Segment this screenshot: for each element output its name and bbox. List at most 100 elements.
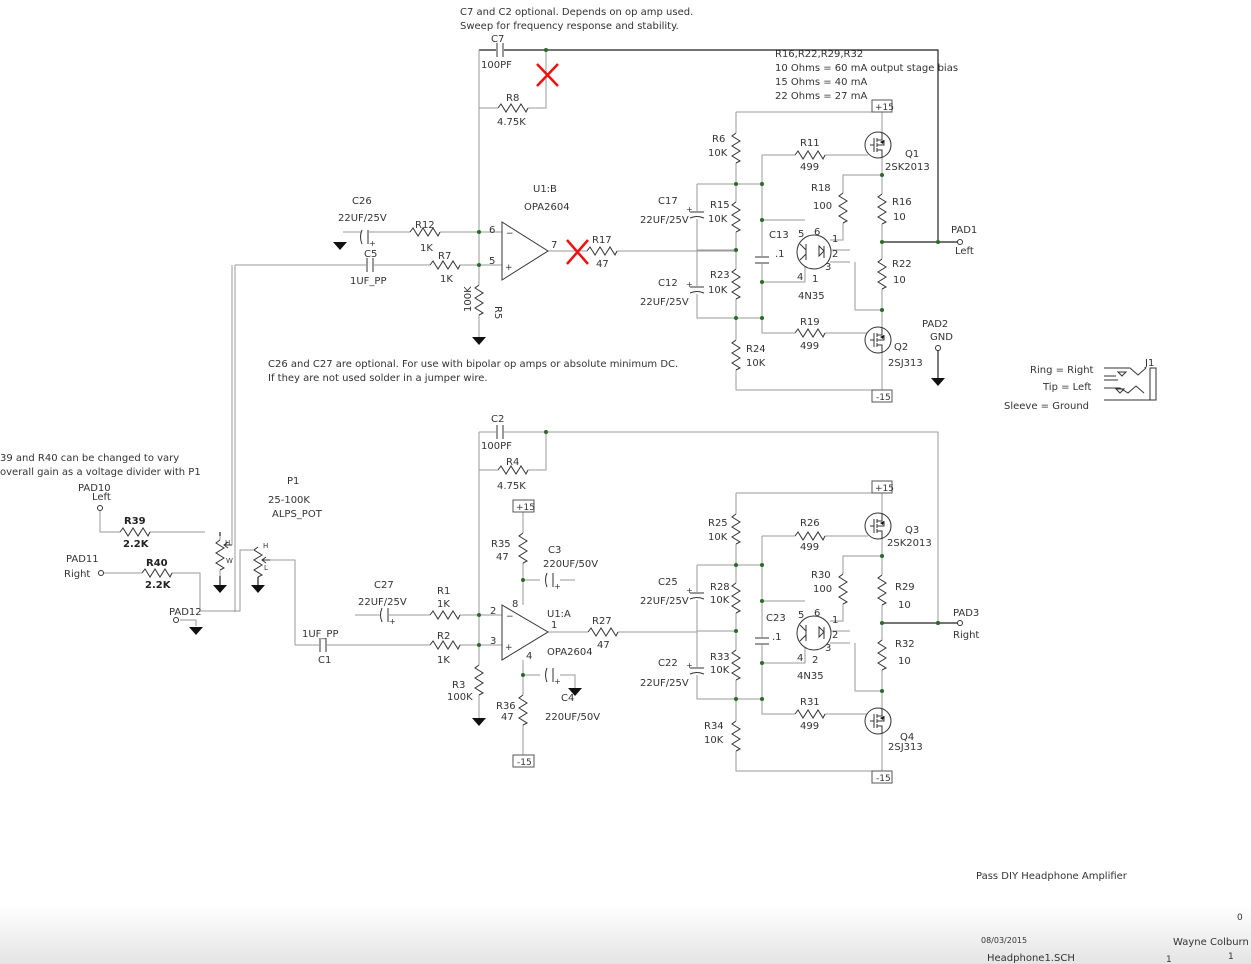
resistor-r5 xyxy=(473,284,485,316)
label-r8: R8 xyxy=(506,93,519,104)
label-r12: R12 xyxy=(415,220,435,231)
resistor-r36 xyxy=(517,694,529,726)
pad3-signal: Right xyxy=(953,630,979,641)
label-c22: C22 xyxy=(658,658,678,669)
strike-x-icon xyxy=(566,239,589,265)
note-c7-c2-line2: Sweep for frequency response and stabili… xyxy=(460,21,679,32)
label-r2: R2 xyxy=(437,631,450,642)
value-c4: 220UF/50V xyxy=(545,712,600,723)
label-r5: R5 xyxy=(492,306,503,319)
power-plus15-label: +15 xyxy=(875,484,894,494)
resistor-rd xyxy=(730,720,742,752)
part-q2: 2SJ313 xyxy=(888,358,923,369)
pad10-signal: Left xyxy=(92,492,111,503)
label-r1: R1 xyxy=(437,586,450,597)
value-c3: 220UF/50V xyxy=(543,559,598,570)
part-p1: ALPS_POT xyxy=(272,509,323,520)
opamp-u1a xyxy=(501,604,549,661)
part-q3: 2SK2013 xyxy=(887,538,932,549)
resistor-rh xyxy=(876,639,888,671)
pad2-ground: PAD2 GND xyxy=(922,319,953,386)
part-opto: 4N35 xyxy=(798,291,825,302)
value-c22: 22UF/25V xyxy=(640,678,689,689)
potentiometer-p1b xyxy=(252,546,264,578)
label-c5: C5 xyxy=(364,249,377,260)
resistor-re xyxy=(794,530,826,542)
value-r26: 499 xyxy=(800,542,819,553)
note-bias-line4: 22 Ohms = 27 mA xyxy=(775,91,867,102)
label-r6: R6 xyxy=(712,134,725,145)
jack-ring-label: Ring = Right xyxy=(1030,365,1094,376)
pot-wiper-arrow-icon xyxy=(223,541,270,564)
mosfet-qb-icon xyxy=(864,326,892,354)
label-pad2: PAD2 xyxy=(922,319,948,330)
value-c17: 22UF/25V xyxy=(640,215,689,226)
value-c26: 22UF/25V xyxy=(338,213,387,224)
bottom-opamp-section: −+ +15 -15 C2 100PF R4 4.75K R35 47 C3 2… xyxy=(295,414,940,768)
opto-pin: 3 xyxy=(825,262,831,273)
ground-icon xyxy=(472,337,486,345)
resistor-rb xyxy=(730,201,742,233)
label-c1: C1 xyxy=(318,655,331,666)
sheet-count: 1 xyxy=(1228,952,1234,962)
ground-icon xyxy=(251,585,265,593)
label-pad3: PAD3 xyxy=(953,608,979,619)
capacitor-cb xyxy=(685,279,706,295)
pad2-signal: GND xyxy=(930,332,953,343)
pin-3: 3 xyxy=(490,636,496,647)
label-r7: R7 xyxy=(438,251,451,262)
value-p1: 25-100K xyxy=(268,495,310,506)
opto-pin: 1 xyxy=(832,234,838,245)
label-c7: C7 xyxy=(491,34,504,45)
opto-pin: 5 xyxy=(798,610,804,621)
label-r27: R27 xyxy=(592,616,612,627)
value-r39: 2.2K xyxy=(123,539,150,550)
opto-pin: 6 xyxy=(814,608,820,619)
resistor-rc xyxy=(730,649,742,681)
opamp-u1b xyxy=(501,221,549,281)
label-r39: R39 xyxy=(124,516,146,527)
opto-pin: 6 xyxy=(814,227,820,238)
capacitor-ca xyxy=(685,585,706,601)
note-r39-r40-line2: overall gain as a voltage divider with P… xyxy=(0,467,201,478)
svg-text:+: + xyxy=(505,643,513,653)
pad11-icon xyxy=(98,570,104,576)
power-minus15-label: -15 xyxy=(876,393,891,403)
jack-tip-label: Tip = Left xyxy=(1042,382,1092,393)
value-r16: 10 xyxy=(893,212,906,223)
label-c2: C2 xyxy=(491,414,504,425)
pin-7: 7 xyxy=(551,240,557,251)
value-r5: 100K xyxy=(463,286,474,312)
drawing-date: 08/03/2015 xyxy=(981,936,1027,945)
label-pad10: PAD10 xyxy=(78,483,111,494)
value-r15: 10K xyxy=(708,214,728,225)
resistor-ra xyxy=(730,513,742,545)
resistor-rh xyxy=(876,258,888,290)
value-r27: 47 xyxy=(597,640,610,651)
label-r24: R24 xyxy=(746,344,766,355)
power-minus15-label: -15 xyxy=(876,774,891,784)
value-r19: 499 xyxy=(800,341,819,352)
power-plus15-label: +15 xyxy=(516,503,535,513)
drawing-file: Headphone1.SCH xyxy=(987,953,1075,964)
value-r28: 10K xyxy=(710,595,730,606)
value-r25: 10K xyxy=(708,532,728,543)
ground-icon xyxy=(333,242,347,250)
label-r40: R40 xyxy=(146,558,168,569)
resistor-rc xyxy=(730,268,742,300)
label-pad11: PAD11 xyxy=(66,554,99,565)
ground-icon xyxy=(472,718,486,726)
pin-1: 1 xyxy=(551,620,557,631)
label-q3: Q3 xyxy=(905,525,919,536)
label-q2: Q2 xyxy=(894,342,908,353)
value-r11: 499 xyxy=(800,162,819,173)
pad2-icon xyxy=(935,345,941,351)
opto-pin: 1 xyxy=(832,615,838,626)
value-r17: 47 xyxy=(596,259,609,270)
capacitor-ca xyxy=(685,204,706,220)
part-q4: 2SJ313 xyxy=(888,742,923,753)
pin-5: 5 xyxy=(489,256,495,267)
resistor-r27 xyxy=(587,626,619,638)
opto-pin: 3 xyxy=(825,643,831,654)
note-c26-c27-line1: C26 and C27 are optional. For use with b… xyxy=(268,359,678,370)
